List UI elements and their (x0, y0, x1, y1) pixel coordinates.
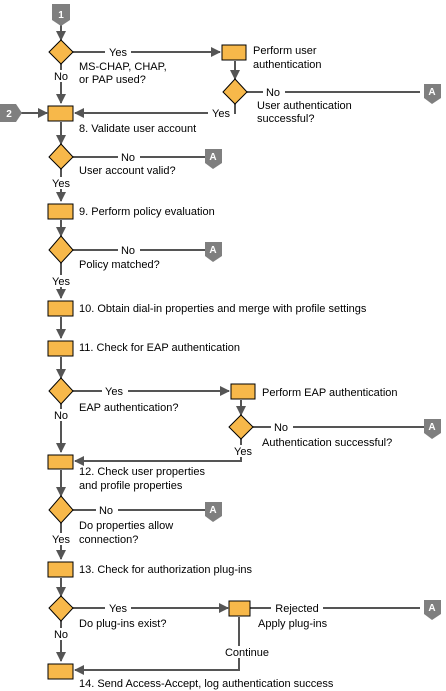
decision-properties (48, 495, 74, 524)
decision-eap (48, 377, 74, 405)
svg-text:Yes: Yes (234, 446, 252, 458)
exit-connector-policy: A (205, 242, 222, 262)
start-connector: 1 (52, 4, 70, 26)
svg-text:Rejected: Rejected (275, 603, 318, 615)
svg-text:1: 1 (58, 10, 64, 21)
process-validate-account (47, 105, 74, 122)
svg-text:No: No (274, 422, 288, 434)
exit-connector-account: A (205, 149, 222, 169)
process-user-auth (221, 44, 247, 61)
process-check-plugins (47, 561, 74, 578)
decision-label-account: User account valid? (79, 165, 176, 177)
process-eap-auth (230, 383, 256, 400)
svg-text:Continue: Continue (225, 647, 269, 659)
decision-account-valid (48, 143, 74, 170)
svg-text:A: A (209, 152, 216, 163)
svg-text:No: No (121, 245, 135, 257)
exit-connector-properties: A (205, 502, 222, 522)
decision-user-auth (222, 78, 248, 105)
process-send-accept (47, 663, 74, 680)
process-apply-plugins (228, 600, 251, 617)
process-dialin (47, 300, 74, 317)
svg-text:No: No (54, 410, 68, 422)
step-12-label: 12. Check user properties and profile pr… (79, 466, 208, 492)
svg-text:Yes: Yes (105, 386, 123, 398)
process-label-apply-plugins: Apply plug-ins (258, 618, 328, 630)
decision-mschap (48, 39, 74, 65)
process-policy-evaluation (47, 203, 74, 220)
decision-label-policy: Policy matched? (79, 259, 160, 271)
svg-text:Yes: Yes (52, 178, 70, 190)
svg-text:No: No (266, 87, 280, 99)
svg-text:Yes: Yes (212, 108, 230, 120)
process-check-eap (47, 340, 74, 357)
step-9-label: 9. Perform policy evaluation (79, 206, 215, 218)
process-label-user-auth: Perform user authentication (253, 45, 322, 71)
svg-text:A: A (209, 245, 216, 256)
process-check-properties (47, 454, 74, 470)
svg-text:Yes: Yes (109, 47, 127, 59)
exit-connector-eap: A (424, 419, 441, 439)
svg-text:A: A (428, 422, 435, 433)
step-11-label: 11. Check for EAP authentication (79, 342, 240, 354)
step-13-label: 13. Check for authorization plug-ins (79, 564, 253, 576)
exit-connector-auth: A (424, 84, 441, 104)
svg-text:Yes: Yes (109, 603, 127, 615)
step-8-label: 8. Validate user account (79, 123, 196, 135)
decision-label-properties: Do properties allow connection? (79, 520, 176, 546)
decision-label-auth-success: Authentication successful? (262, 437, 392, 449)
svg-text:No: No (54, 71, 68, 83)
svg-text:A: A (428, 603, 435, 614)
decision-auth-success (228, 414, 254, 440)
decision-label-eap: EAP authentication? (79, 402, 178, 414)
svg-text:No: No (99, 505, 113, 517)
decision-label-user-auth: User authentication successful? (257, 100, 355, 125)
entry-connector: 2 (0, 104, 22, 122)
step-14-label: 14. Send Access-Accept, log authenticati… (79, 678, 334, 690)
svg-text:Yes: Yes (52, 534, 70, 546)
step-10-label: 10. Obtain dial-in properties and merge … (79, 303, 367, 315)
svg-text:A: A (428, 87, 435, 98)
decision-label-mschap: MS-CHAP, CHAP, or PAP used? (79, 61, 170, 86)
decision-policy (48, 235, 74, 264)
decision-label-plugins: Do plug-ins exist? (79, 618, 166, 630)
flow-labels: Yes No No Yes No Yes No Yes Yes No No Ye… (47, 46, 323, 659)
decision-plugins (48, 595, 74, 622)
svg-text:A: A (209, 505, 216, 516)
svg-text:2: 2 (6, 109, 12, 120)
exit-connector-plugins: A (424, 600, 441, 620)
svg-text:No: No (54, 629, 68, 641)
process-label-eap: Perform EAP authentication (262, 387, 398, 399)
shape-labels: MS-CHAP, CHAP, or PAP used? Perform user… (79, 45, 398, 690)
svg-text:Yes: Yes (52, 276, 70, 288)
svg-text:No: No (121, 152, 135, 164)
